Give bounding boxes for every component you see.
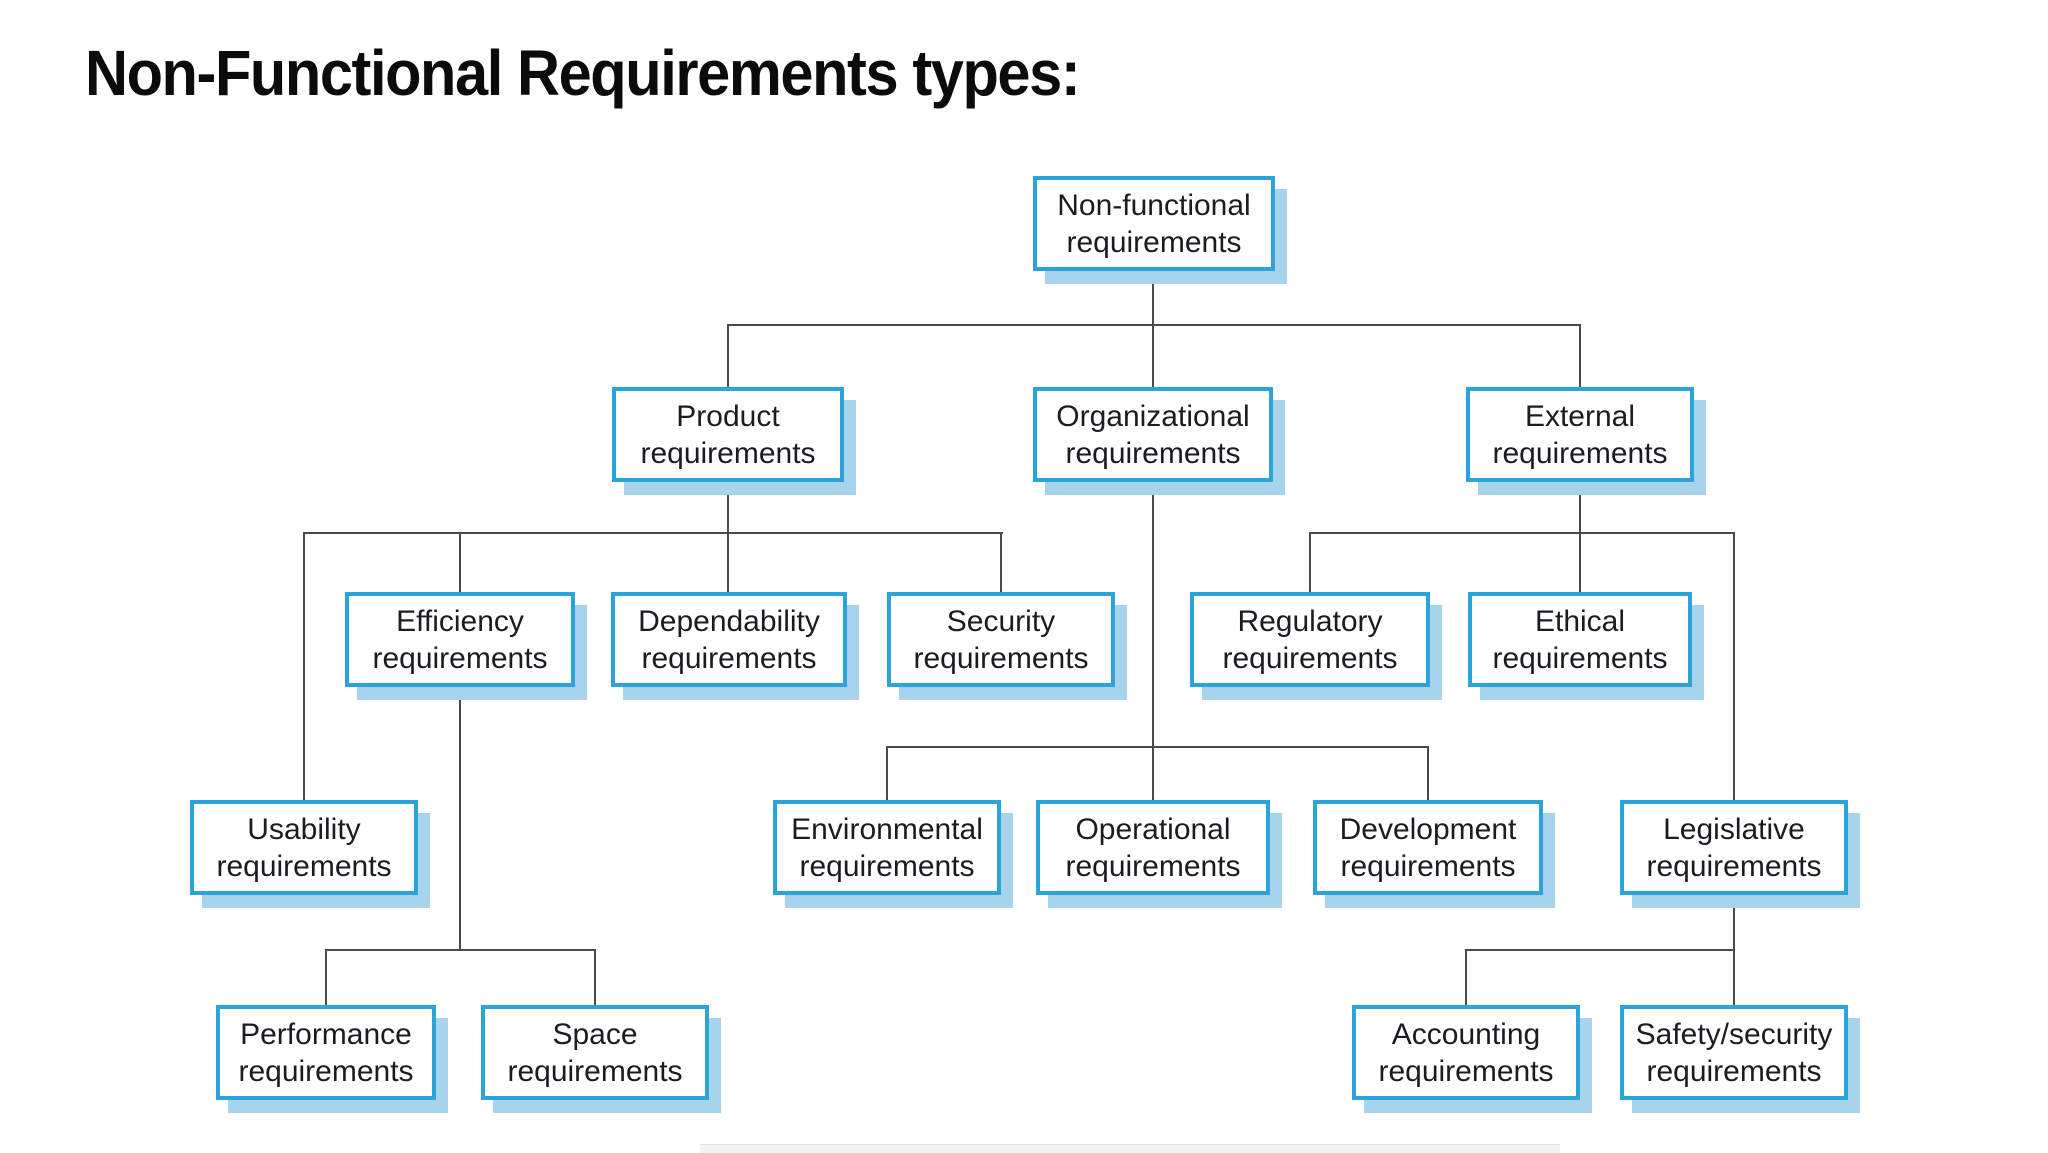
node-environmental-requirements: Environmental requirements bbox=[773, 800, 1001, 895]
connector-line bbox=[1465, 949, 1735, 951]
node-ethical-requirements: Ethical requirements bbox=[1468, 592, 1692, 687]
node-development-requirements: Development requirements bbox=[1313, 800, 1543, 895]
connector-line bbox=[1309, 532, 1735, 534]
connector-line bbox=[727, 482, 729, 592]
connector-line bbox=[1579, 326, 1581, 387]
node-safety-security-requirements: Safety/security requirements bbox=[1620, 1005, 1848, 1100]
connector-line bbox=[1427, 748, 1429, 800]
node-regulatory-requirements: Regulatory requirements bbox=[1190, 592, 1430, 687]
node-organizational-requirements: Organizational requirements bbox=[1033, 387, 1273, 482]
connector-line bbox=[727, 324, 1581, 326]
connector-line bbox=[1309, 534, 1311, 592]
page-title: Non-Functional Requirements types: bbox=[85, 37, 1081, 109]
node-space-requirements: Space requirements bbox=[481, 1005, 709, 1100]
connector-line bbox=[727, 326, 729, 387]
node-external-requirements: External requirements bbox=[1466, 387, 1694, 482]
connector-line bbox=[325, 951, 327, 1005]
connector-line bbox=[1152, 271, 1154, 387]
connector-line bbox=[459, 687, 461, 950]
node-security-requirements: Security requirements bbox=[887, 592, 1115, 687]
connector-line bbox=[1465, 951, 1467, 1005]
connector-line bbox=[594, 951, 596, 1005]
node-legislative-requirements: Legislative requirements bbox=[1620, 800, 1848, 895]
node-operational-requirements: Operational requirements bbox=[1036, 800, 1270, 895]
node-performance-requirements: Performance requirements bbox=[216, 1005, 436, 1100]
connector-line bbox=[1152, 482, 1154, 800]
connector-line bbox=[886, 748, 888, 800]
node-usability-requirements: Usability requirements bbox=[190, 800, 418, 895]
connector-line bbox=[303, 532, 1003, 534]
connector-line bbox=[325, 949, 596, 951]
node-accounting-requirements: Accounting requirements bbox=[1352, 1005, 1580, 1100]
connector-line bbox=[459, 534, 461, 592]
node-efficiency-requirements: Efficiency requirements bbox=[345, 592, 575, 687]
node-dependability-requirements: Dependability requirements bbox=[611, 592, 847, 687]
connector-line bbox=[886, 746, 1429, 748]
bottom-edge-artifact bbox=[700, 1144, 1560, 1153]
connector-line bbox=[1733, 534, 1735, 800]
connector-line bbox=[303, 534, 305, 800]
connector-line bbox=[1579, 482, 1581, 592]
connector-line bbox=[1000, 534, 1002, 592]
node-product-requirements: Product requirements bbox=[612, 387, 844, 482]
node-non-functional-requirements: Non-functional requirements bbox=[1033, 176, 1275, 271]
